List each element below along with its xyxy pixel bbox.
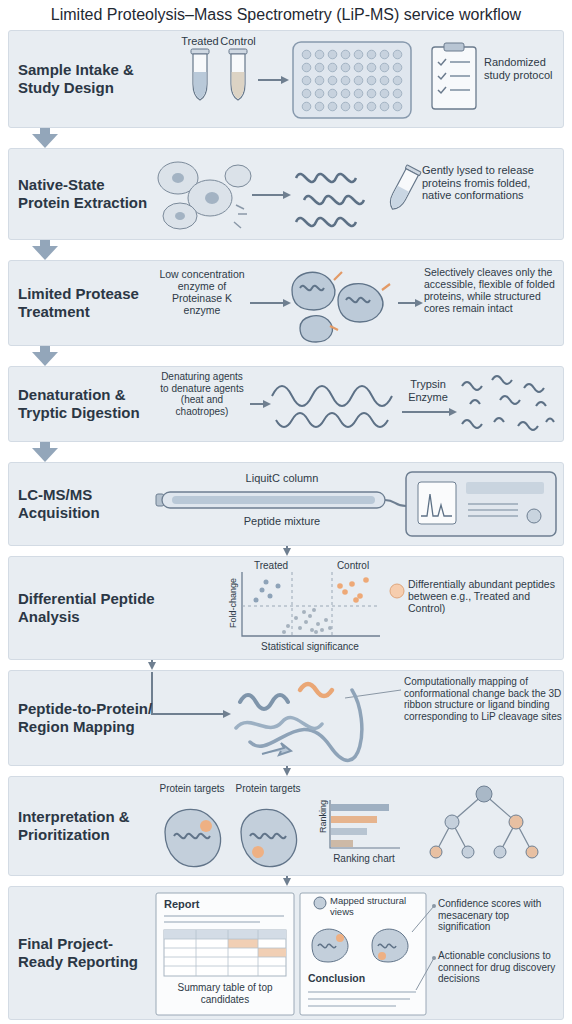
diagram-title: Limited Proteolysis–Mass Spectrometry (L… bbox=[0, 6, 572, 24]
step-band: LC-MS/MS Acquisition LiquitC columnPeptid… bbox=[8, 462, 564, 546]
flow-arrow bbox=[286, 876, 288, 878]
step-annotation: Actionable conclusions to connect for dr… bbox=[438, 950, 564, 985]
step-annotation: Conclusion bbox=[308, 972, 408, 984]
step-band: Peptide-to-Protein/ Region Mapping Comput… bbox=[8, 670, 564, 766]
step-annotation: Gently lysed to release proteins fromis … bbox=[422, 164, 562, 202]
step-annotation: Denaturing agents to denature agents (he… bbox=[156, 371, 248, 417]
flow-arrow bbox=[286, 546, 288, 548]
step-annotation: Trypsin Enzyme bbox=[402, 378, 454, 403]
step-heading: Differential Peptide Analysis bbox=[18, 590, 158, 626]
step-annotation: Confidence scores with mesacenary top si… bbox=[438, 898, 564, 933]
step-band: Sample Intake & Study Design TreatedContr… bbox=[8, 30, 564, 128]
flow-arrow bbox=[40, 442, 50, 448]
step-annotation: Control bbox=[216, 35, 260, 48]
step-heading: Interpretation & Prioritization bbox=[18, 808, 158, 844]
step-heading: Final Project-Ready Reporting bbox=[18, 935, 158, 971]
step-band: Differential Peptide Analysis Treated Cont… bbox=[8, 556, 564, 660]
step-annotation: Mapped structural views bbox=[330, 896, 422, 918]
step-band: Interpretation & Prioritization Protein t… bbox=[8, 776, 564, 876]
flow-arrow bbox=[151, 660, 153, 662]
step-annotation: Statistical significance bbox=[240, 641, 380, 653]
step-annotation: Peptide mixture bbox=[212, 515, 352, 528]
step-annotation: Randomized study protocol bbox=[484, 56, 562, 81]
step-heading: Limited Protease Treatment bbox=[18, 285, 158, 321]
step-annotation: Protein targets bbox=[155, 783, 229, 795]
step-annotation: Ranking chart bbox=[322, 853, 406, 865]
step-heading: Peptide-to-Protein/ Region Mapping bbox=[18, 700, 158, 736]
step-heading: Sample Intake & Study Design bbox=[18, 61, 158, 97]
step-band: Limited Protease TreatmentLow concentrat… bbox=[8, 260, 564, 346]
step-annotation: Report bbox=[164, 898, 244, 911]
step-annotation: Treated bbox=[178, 35, 222, 48]
step-band: Final Project-Ready Reporting ReportSumma… bbox=[8, 886, 564, 1020]
step-annotation: Control bbox=[328, 560, 378, 572]
step-annotation: Protein targets bbox=[231, 783, 305, 795]
step-heading: Native-State Protein Extraction bbox=[18, 176, 158, 212]
step-annotation: Differentially abundant peptides between… bbox=[408, 578, 562, 614]
step-annotation: Low concentration enzyme of Proteinase K… bbox=[158, 268, 246, 316]
flow-arrow bbox=[40, 346, 50, 352]
flow-arrow bbox=[40, 240, 50, 246]
step-band: Native-State Protein Extraction Gently ly… bbox=[8, 148, 564, 240]
step-annotation: Fold-change bbox=[228, 578, 238, 628]
step-annotation: Ranking bbox=[318, 800, 328, 833]
step-annotation: LiquitC column bbox=[212, 472, 352, 485]
step-annotation: Treated bbox=[246, 560, 296, 572]
step-annotation: Summary table of top candidates bbox=[166, 982, 284, 1005]
step-annotation: Computationally mapping of conformationa… bbox=[404, 676, 562, 722]
step-annotation: Selectively cleaves only the accessible,… bbox=[424, 266, 562, 314]
step-band: Denaturation & Tryptic DigestionDenaturi… bbox=[8, 366, 564, 442]
step-heading: LC-MS/MS Acquisition bbox=[18, 486, 158, 522]
flow-arrow bbox=[286, 766, 288, 768]
step-heading: Denaturation & Tryptic Digestion bbox=[18, 386, 158, 422]
flow-arrow bbox=[40, 128, 50, 134]
